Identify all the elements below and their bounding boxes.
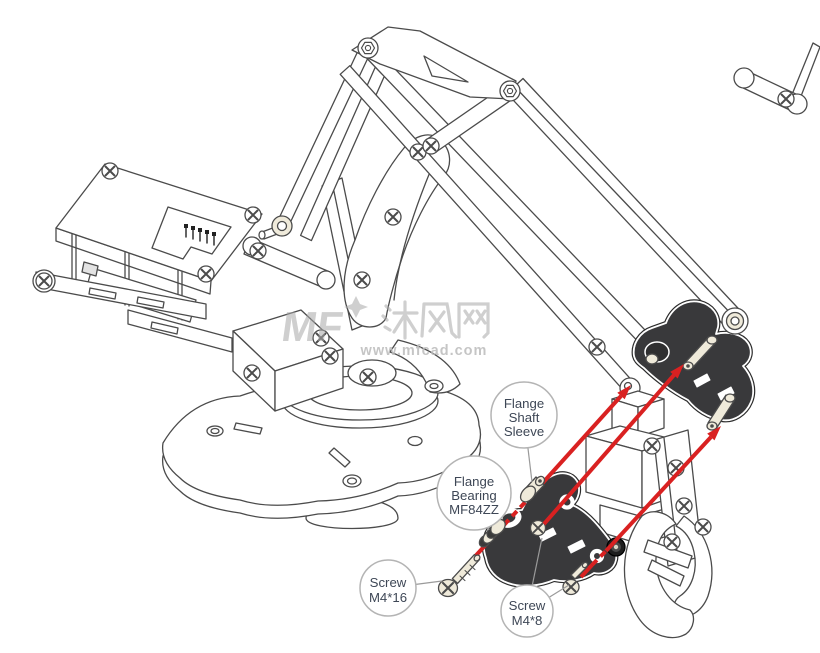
gripper-mechanism: [623, 429, 713, 639]
gripper-servo: [585, 390, 677, 545]
callouts: Flange Shaft Sleeve Flange Bearing MF84Z…: [359, 381, 570, 638]
watermark-site-name-glyphs: [381, 300, 490, 340]
watermark-url: www.mfcad.com: [360, 343, 488, 359]
watermark: MF 沐风网 www.mfcad.com: [279, 296, 490, 359]
gripper-jaw-front: [623, 511, 695, 639]
callout-label: Screw: [509, 598, 546, 613]
elbow-triangle-plate: [351, 26, 517, 100]
callout-label: Shaft: [509, 410, 540, 425]
hex-nut: [357, 37, 379, 59]
rear-elbow-link: [733, 42, 820, 115]
star-icon: [344, 296, 368, 318]
arrowhead: [617, 385, 631, 400]
callout-flange-shaft-sleeve: [490, 381, 558, 449]
watermark-logo: MF: [279, 303, 346, 350]
arrowhead: [670, 364, 684, 379]
screw-m4x16-part: [437, 553, 481, 598]
callout-screw-m4x16: [359, 559, 417, 617]
pin-header: [184, 224, 216, 246]
turret-crescent: [389, 339, 461, 394]
hex-nut: [499, 80, 521, 102]
callout-label: MF84ZZ: [449, 502, 499, 517]
standoff-spacer: [682, 335, 736, 431]
controller-box: [32, 163, 263, 353]
base-slot: [233, 422, 263, 435]
callout-label: M4*8: [512, 613, 543, 628]
left-bar-lower: [127, 309, 233, 353]
callout-label: Flange: [454, 474, 494, 489]
callout-label: Flange: [504, 396, 544, 411]
base-hole: [407, 435, 423, 447]
arrowhead: [707, 426, 721, 441]
screw-m4x8-part: [562, 561, 589, 596]
callout-label: M4*16: [369, 590, 407, 605]
callout-label: Sleeve: [504, 424, 544, 439]
callout-screw-m4x8: [500, 584, 554, 638]
header-cutout: [151, 206, 232, 260]
callout-label: Screw: [370, 575, 407, 590]
callout-flange-bearing: [436, 455, 512, 531]
callout-label: Bearing: [451, 488, 496, 503]
base-slot: [328, 447, 351, 468]
